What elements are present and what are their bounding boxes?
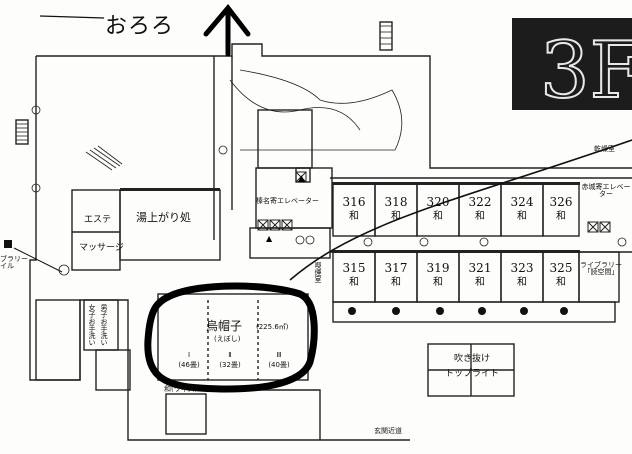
banquet-area: (225.6㎡) — [256, 323, 289, 331]
room-number: 325 — [549, 261, 573, 275]
room-number: 318 — [384, 195, 408, 209]
label-yuagari: 湯上がり処 — [136, 211, 191, 224]
label-haruna-elevator: 榛名寄エレベーター — [256, 197, 319, 205]
banquet-section-1[interactable]: Ⅰ (46畳) — [176, 352, 202, 369]
room-number: 320 — [426, 195, 450, 209]
elevator-icon: ▲ — [298, 174, 305, 184]
phone-icon — [4, 240, 12, 248]
section-numeral: Ⅲ — [276, 351, 282, 359]
room-number: 324 — [510, 195, 534, 209]
up-arrow-icon — [203, 4, 251, 57]
room-320[interactable]: 320 和 — [417, 196, 459, 222]
banquet-section-2[interactable]: Ⅱ (32畳) — [216, 352, 244, 369]
stairs-icon — [20, 121, 21, 122]
room-type: 和 — [475, 277, 485, 288]
room-319[interactable]: 319 和 — [417, 262, 459, 288]
floor-badge: 3F — [512, 18, 632, 117]
banquet-name: 烏帽子 — [206, 319, 243, 333]
room-type: 和 — [556, 277, 566, 288]
section-mats: (40畳) — [268, 361, 290, 369]
room-type: 和 — [517, 211, 527, 222]
room-number: 321 — [468, 261, 492, 275]
room-type: 和 — [391, 211, 401, 222]
room-317[interactable]: 317 和 — [375, 262, 417, 288]
label-akagi-elevator: 赤城寄エレベーター — [581, 183, 631, 198]
label-entrance-approach: 玄関近道 — [374, 427, 402, 435]
label-library-right: ライブラリー 「読空間」 — [580, 261, 622, 276]
label-atrium: 吹き抜け トップライト — [444, 354, 499, 380]
label-library-left: ブラリー イル — [0, 255, 28, 270]
room-number: 315 — [342, 261, 366, 275]
section-mats: (32畳) — [219, 361, 241, 369]
room-322[interactable]: 322 和 — [459, 196, 501, 222]
room-type: 和 — [433, 211, 443, 222]
room-type: 和 — [517, 277, 527, 288]
section-numeral: Ⅰ — [187, 351, 191, 359]
label-womens-restroom: 女子お手洗い — [88, 304, 96, 346]
label-drying-room: 乾燥室 — [594, 145, 615, 153]
room-318[interactable]: 318 和 — [375, 196, 417, 222]
room-number: 323 — [510, 261, 534, 275]
room-number: 317 — [384, 261, 408, 275]
room-number: 326 — [549, 195, 573, 209]
banquet-reading: (えぼし) — [214, 335, 241, 343]
room-type: 和 — [349, 211, 359, 222]
room-321[interactable]: 321 和 — [459, 262, 501, 288]
room-325[interactable]: 325 和 — [543, 262, 579, 288]
room-324[interactable]: 324 和 — [501, 196, 543, 222]
room-type: 和 — [556, 211, 566, 222]
room-316[interactable]: 316 和 — [333, 196, 375, 222]
fire-extinguisher-icon: ▲ — [266, 234, 273, 243]
room-type: 和 — [391, 277, 401, 288]
room-type: 和 — [433, 277, 443, 288]
label-massage: マッサージ — [79, 243, 124, 253]
room-323[interactable]: 323 和 — [501, 262, 543, 288]
room-number: 316 — [342, 195, 366, 209]
room-type: 和 — [349, 277, 359, 288]
label-wiz: 和(ウィズ) — [164, 385, 198, 393]
label-esthe: エステ — [84, 215, 112, 225]
room-326[interactable]: 326 和 — [543, 196, 579, 222]
room-number: 322 — [468, 195, 492, 209]
handwritten-note: おろろ — [105, 14, 175, 39]
section-mats: (46畳) — [178, 361, 200, 369]
floor-label: 3F — [539, 25, 632, 117]
section-numeral: Ⅱ — [228, 351, 232, 359]
room-315[interactable]: 315 和 — [333, 262, 375, 288]
banquet-section-3[interactable]: Ⅲ (40畳) — [264, 352, 294, 369]
room-number: 319 — [426, 261, 450, 275]
label-benefit-room: 喫煙室 — [314, 262, 322, 283]
label-mens-restroom: 男子お手洗い — [100, 304, 108, 346]
room-type: 和 — [475, 211, 485, 222]
